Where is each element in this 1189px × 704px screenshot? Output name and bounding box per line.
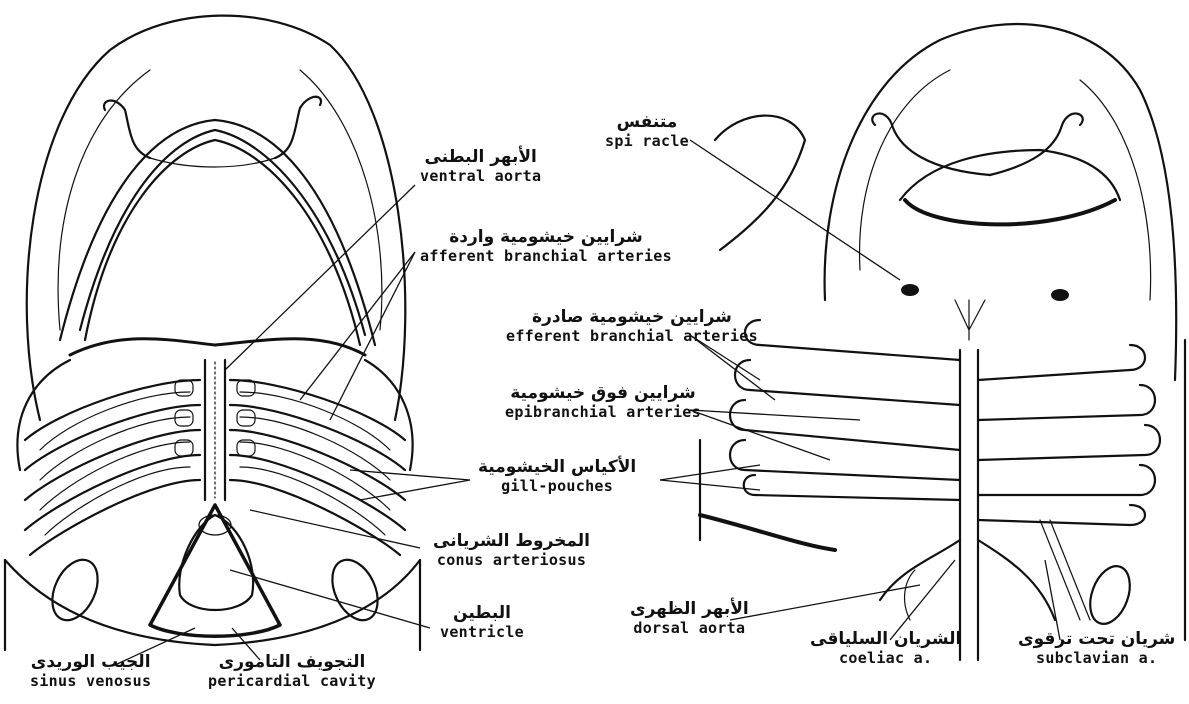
label-afferent-branchial-arteries: شرايين خيشومية واردة afferent branchial … <box>420 228 672 265</box>
label-pericardial-cavity: التجويف التامورى pericardial cavity <box>208 653 376 690</box>
label-conus-arteriosus: المخروط الشريانى conus arteriosus <box>433 532 590 569</box>
right-snout-outline <box>825 24 1177 380</box>
dorsal-view-drawing <box>700 24 1185 660</box>
left-mouth <box>85 140 360 345</box>
label-gill-pouches: الأكياس الخيشومية gill-pouches <box>478 458 636 495</box>
label-dorsal-aorta: الأبهر الظهرى dorsal aorta <box>630 600 749 637</box>
ventricle-shape <box>179 515 253 610</box>
right-right-gill-loops <box>978 345 1160 525</box>
right-gill-pouches <box>230 380 405 555</box>
label-subclavian-artery: شريان تحت ترقوى subclavian a. <box>1018 630 1175 667</box>
right-left-gill-loops <box>730 320 960 500</box>
label-sinus-venosus: الجيب الوريدى sinus venosus <box>30 653 151 690</box>
label-coeliac-artery: الشريان السلياقى coeliac a. <box>810 630 961 667</box>
label-spiracle: متنفس spi racle <box>605 113 689 150</box>
label-ventricle: البطين ventricle <box>440 604 524 641</box>
label-efferent-branchial-arteries: شرايين خيشومية صادرة efferent branchial … <box>506 308 758 345</box>
ventral-view-drawing <box>5 16 420 650</box>
label-ventral-aorta: الأبهر البطنى ventral aorta <box>420 148 541 185</box>
pericardial-cavity-outline <box>150 505 280 636</box>
label-epibranchial-arteries: شرايين فوق خيشومية epibranchial arteries <box>505 384 701 421</box>
left-gill-pouches <box>25 380 200 555</box>
left-snout-outline <box>27 16 406 420</box>
